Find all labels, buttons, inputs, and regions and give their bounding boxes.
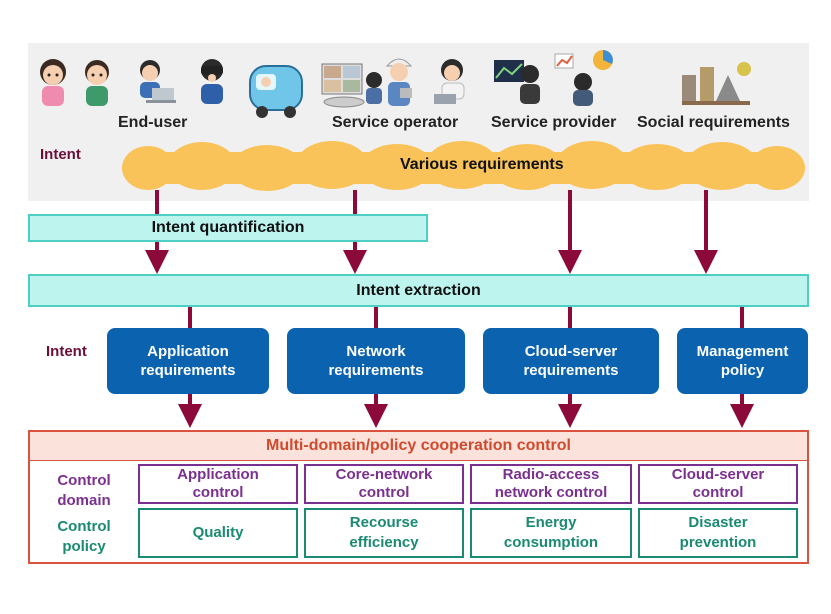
- video-conference-icon: [321, 63, 382, 108]
- intent-label-mid: Intent: [46, 343, 87, 360]
- policy-quality: Quality: [138, 508, 298, 558]
- operator-headset-icon: [434, 59, 465, 104]
- social-requirements-label: Social requirements: [637, 114, 790, 131]
- end-user-label: End-user: [118, 114, 188, 131]
- intent-label-top: Intent: [40, 146, 81, 163]
- intent-extraction-box: Intent extraction: [28, 274, 809, 307]
- laptop-user-icon: [140, 60, 176, 103]
- trader-icon: [494, 60, 540, 104]
- autonomous-bus-icon: [249, 65, 303, 118]
- service-operator-label: Service operator: [332, 114, 459, 131]
- disaster-scene-icon: [682, 62, 751, 105]
- boy-icon: [85, 60, 109, 106]
- service-provider-label: Service provider: [491, 114, 617, 131]
- engineer-icon: [385, 58, 413, 106]
- analyst-charts-icon: [554, 50, 613, 106]
- cloud-text: Various requirements: [400, 156, 564, 173]
- girl-icon: [40, 59, 66, 106]
- cooperation-control-title: Multi-domain/policy cooperation control: [30, 432, 807, 461]
- vr-user-icon: [201, 59, 223, 104]
- requirements-cloud: [122, 141, 805, 191]
- intent-quantification-box: Intent quantification: [28, 214, 428, 242]
